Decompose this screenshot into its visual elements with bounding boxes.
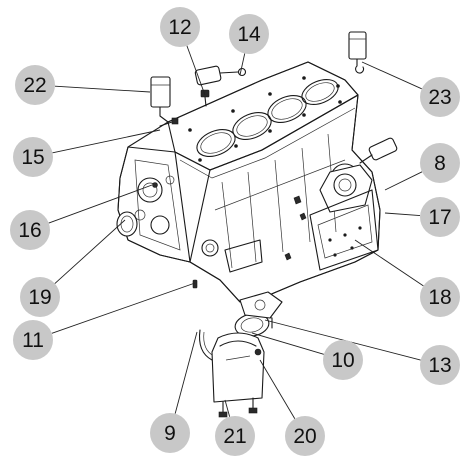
callout-label: 9 xyxy=(164,422,176,445)
leader-line-19 xyxy=(54,219,126,284)
callout-bubble xyxy=(13,320,53,360)
leader-line-23 xyxy=(361,61,422,90)
leader-line-17 xyxy=(384,212,421,216)
callout-label: 11 xyxy=(22,329,44,352)
callout-label: 13 xyxy=(428,354,451,377)
callout-16: 16 xyxy=(10,210,50,250)
callout-11: 11 xyxy=(13,320,53,360)
callout-label: 22 xyxy=(23,74,46,97)
callout-bubble xyxy=(215,416,255,456)
callout-17: 17 xyxy=(420,197,460,237)
callout-bubble xyxy=(420,345,460,385)
callout-8: 8 xyxy=(420,143,460,183)
leader-line-9 xyxy=(174,331,198,414)
leader-line-22 xyxy=(54,85,151,93)
callout-bubble xyxy=(229,14,269,54)
callout-label: 18 xyxy=(428,286,451,309)
callout-label: 15 xyxy=(21,146,44,169)
callout-label: 10 xyxy=(331,349,354,372)
part-20-bearing-cap xyxy=(211,332,265,403)
part-22-sender xyxy=(150,76,171,123)
callout-bubble xyxy=(13,137,53,177)
callout-22: 22 xyxy=(15,65,55,105)
callout-10: 10 xyxy=(323,340,363,380)
leader-line-12 xyxy=(186,45,206,96)
rear-panel xyxy=(309,189,379,271)
leader-line-10 xyxy=(251,332,324,355)
part-12-bolt xyxy=(200,89,210,107)
callout-15: 15 xyxy=(13,137,53,177)
leader-line-20 xyxy=(259,359,296,420)
callout-label: 14 xyxy=(237,23,261,46)
callout-13: 13 xyxy=(420,345,460,385)
callout-19: 19 xyxy=(20,277,60,317)
callout-label: 12 xyxy=(168,16,191,39)
leader-line-21 xyxy=(224,399,231,417)
callout-20: 20 xyxy=(285,416,325,456)
part-11-pin xyxy=(192,279,198,289)
part-13-ring xyxy=(234,313,273,337)
callout-bubbles: 12 14 22 23 15 8 16 17 19 18 11 10 13 9 21 20 xyxy=(10,7,460,456)
leader-line-11 xyxy=(51,282,196,334)
callout-label: 20 xyxy=(293,425,316,448)
callout-label: 23 xyxy=(428,86,451,109)
callout-bubble xyxy=(160,7,200,47)
callout-14: 14 xyxy=(229,14,269,54)
callout-label: 8 xyxy=(434,152,446,175)
leader-line-16 xyxy=(48,184,153,224)
callout-bubble xyxy=(20,277,60,317)
part-16-plug xyxy=(152,182,158,188)
callout-bubble xyxy=(15,65,55,105)
part-14-sensor xyxy=(194,65,247,86)
callout-23: 23 xyxy=(420,77,460,117)
callout-21: 21 xyxy=(215,416,255,456)
callout-18: 18 xyxy=(420,277,460,317)
callout-bubble xyxy=(420,77,460,117)
cylinder-bores xyxy=(196,79,339,157)
callout-bubble xyxy=(10,210,50,250)
callout-9: 9 xyxy=(150,413,190,453)
part-8-connector xyxy=(359,137,398,164)
leader-line-18 xyxy=(354,239,424,287)
part-21-cap-bolts xyxy=(218,397,258,418)
callout-bubble xyxy=(420,277,460,317)
part-23-sender xyxy=(348,31,367,74)
leader-line-15 xyxy=(52,129,161,154)
front-face xyxy=(117,146,191,263)
callout-bubble xyxy=(150,413,190,453)
leader-line-8 xyxy=(384,171,423,191)
head-bolt-holes xyxy=(188,76,342,162)
engine-block xyxy=(117,61,381,303)
callout-label: 17 xyxy=(428,206,451,229)
part-15-stud xyxy=(159,117,179,127)
part-18-flange xyxy=(239,291,283,319)
leader-line-14 xyxy=(239,53,246,76)
callout-bubble xyxy=(285,416,325,456)
callout-label: 19 xyxy=(28,286,51,309)
oil-filter-housing xyxy=(319,163,373,213)
callout-bubble xyxy=(323,340,363,380)
callout-label: 21 xyxy=(223,425,246,448)
callout-bubble xyxy=(420,197,460,237)
callout-bubble xyxy=(420,143,460,183)
callout-label: 16 xyxy=(18,219,41,242)
callout-12: 12 xyxy=(160,7,200,47)
